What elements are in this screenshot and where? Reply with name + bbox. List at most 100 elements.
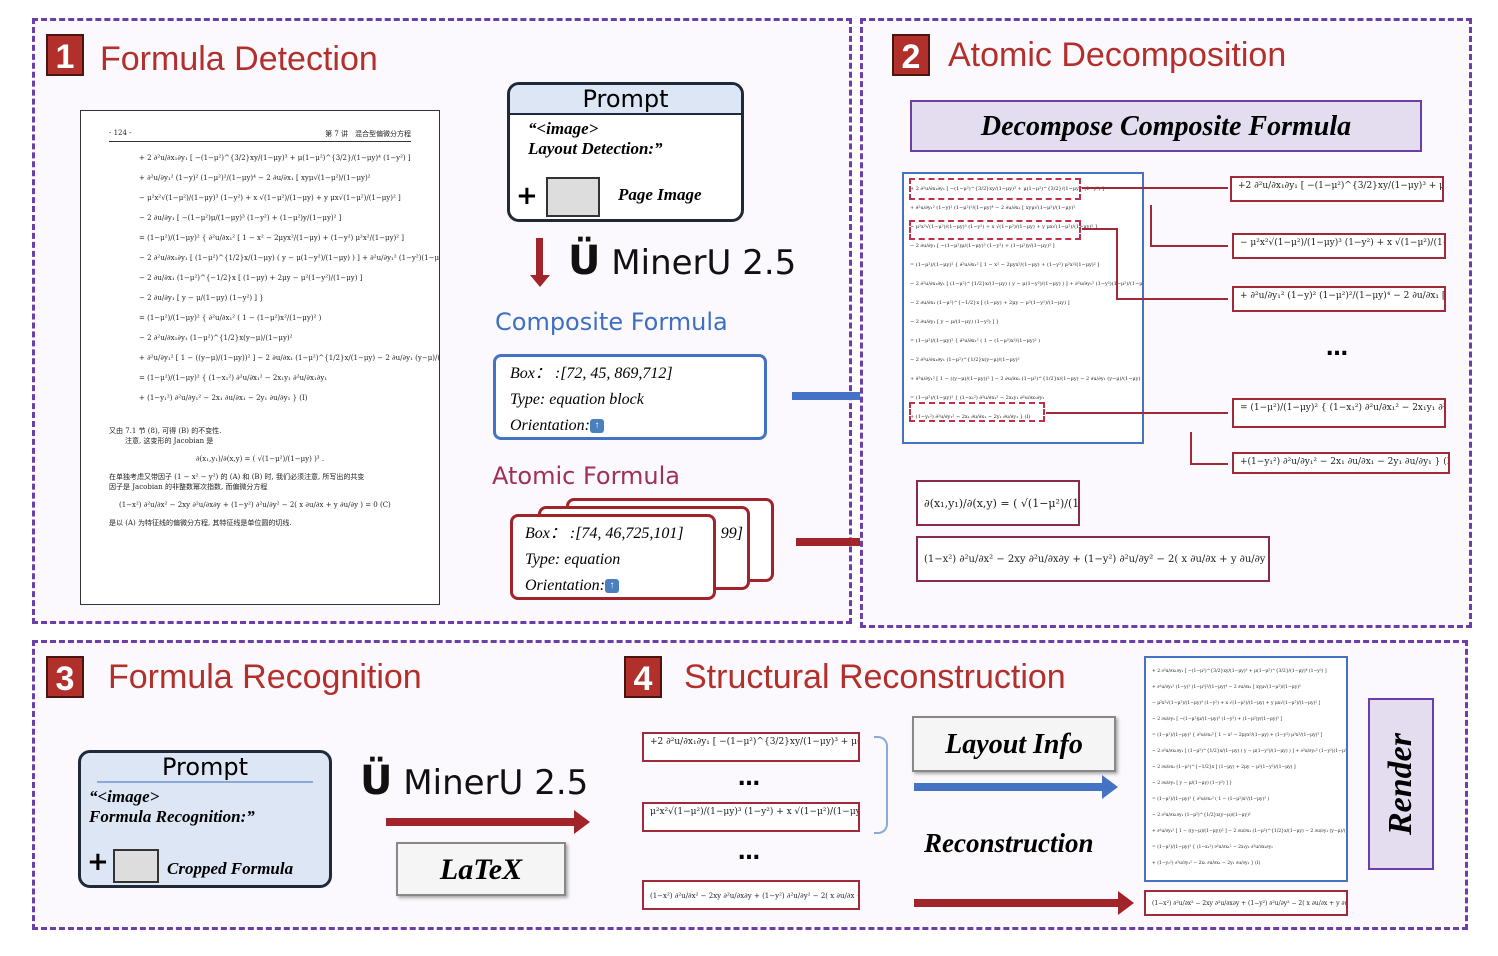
formula-line: − 2 ∂u/∂x₁ (1−μ²)^{−1/2}x [ (1−μy) + 2μy… <box>1152 765 1296 770</box>
formula-lines: + 2 ∂²u/∂x₁∂y₁ [ −(1−μ²)^{3/2}xy/(1−μy)³… <box>1152 664 1348 872</box>
page-text: 因子是 Jacobian 的非整数幂次指数, 而偏微分方程 <box>109 483 268 491</box>
stage4-title: Structural Reconstruction <box>684 658 1066 696</box>
blue-arrow <box>914 775 1118 799</box>
up-arrow-icon: ↑ <box>590 419 604 434</box>
decompose-banner: Decompose Composite Formula <box>910 100 1422 152</box>
formula-line: + (1−y₁²) ∂²u/∂y₁² − 2x₁ ∂u/∂x₁ − 2y₁ ∂u… <box>1152 861 1261 866</box>
box-coords: Box： :[72, 45, 869,712] <box>510 365 673 382</box>
formula-line: − μ²x²√(1−μ²)/(1−μy)³ (1−y²) + x √(1−μ²)… <box>1152 701 1321 706</box>
connector-line <box>1190 432 1192 464</box>
prompt-image-label: Cropped Formula <box>167 859 294 878</box>
formula-line: = (1−μ²)/(1−μy)² { ∂²u/∂x₁² ( 1 − (1−μ²)… <box>139 314 322 322</box>
formula-line: = (1−μ²)/(1−μy)² { ∂²u/∂x₁² [ 1 − x² − 2… <box>910 262 1100 268</box>
formula-line: + ∂²u/∂y₁² (1−y)² (1−μ²)²/(1−μy)⁴ − 2 ∂u… <box>1152 685 1301 690</box>
stage3-title: Formula Recognition <box>108 658 422 696</box>
prompt-line: Formula Recognition:” <box>89 807 255 826</box>
box-type: Type: equation block <box>510 391 644 408</box>
formula-line: + 2 ∂²u/∂x₁∂y₁ [ −(1−μ²)^{3/2}xy/(1−μy)³… <box>139 154 411 162</box>
formula-line: − 2 ∂u/∂y₁ [ y − μ/(1−μy) (1−y²) ] } <box>139 294 264 302</box>
page-text: 在单独考虑又带因子 (1 − x² − y²) 的 (A) 和 (B) 时, 我… <box>109 473 365 481</box>
formula-line: + ∂²u/∂y₁² (1−y)² (1−μ²)²/(1−μy)⁴ − 2 ∂u… <box>910 205 1076 211</box>
ellipsis: … <box>1326 336 1348 361</box>
box-type: Type: equation <box>525 551 621 568</box>
prompt-image-label: Page Image <box>618 185 702 204</box>
box-coords-partial: 99] <box>720 525 743 542</box>
page-text: 是以 (A) 为特征线的偏微分方程, 其特征线是单位圆的切线. <box>109 519 292 527</box>
formula-line: + ∂²u/∂y₁² (1−y)² (1−μ²)²/(1−μy)⁴ − 2 ∂u… <box>139 174 371 182</box>
page-text: 注意, 这变形的 Jacobian 是 <box>125 437 214 445</box>
latex-output: LaTeX <box>396 842 566 896</box>
formula-line: = (1−μ²)/(1−μy)² { (1−x₁²) ∂²u/∂x₁² − 2x… <box>1152 845 1273 850</box>
recognized-formula: +2 ∂²u/∂x₁∂y₁ [ −(1−μ²)^{3/2}xy/(1−μy)³ … <box>642 732 860 762</box>
connector-line <box>1082 228 1116 230</box>
formula-line: − 2 ∂u/∂x₁ (1−μ²)^{−1/2}x [ (1−μy) + 2μy… <box>910 300 1070 306</box>
model-name: MinerU 2.5 <box>611 243 797 283</box>
detection-prompt: Prompt “<image> Layout Detection:” + Pag… <box>507 82 744 222</box>
atomic-formula-label: Atomic Formula <box>492 462 681 490</box>
formula-line: + ∂²u/∂y₁² [ 1 − ((y−μ)/(1−μy))² ] − 2 ∂… <box>910 376 1144 382</box>
model-name: MinerU 2.5 <box>403 763 589 803</box>
connector-line <box>1082 187 1228 189</box>
highlight-box <box>909 178 1081 200</box>
connector-line <box>1150 245 1228 247</box>
ellipsis: … <box>738 766 760 791</box>
down-arrow-head <box>530 275 550 287</box>
box-orientation: Orientation:↑ <box>510 413 750 437</box>
stage3-number: 3 <box>46 656 84 698</box>
formula-line: = (1−μ²)/(1−μy)² { (1−x₁²) ∂²u/∂x₁² − 2x… <box>910 395 1045 401</box>
render-text: Render <box>1382 733 1419 835</box>
prompt-line: “<image> <box>528 119 599 138</box>
formula-lines: + 2 ∂²u/∂x₁∂y₁ [ −(1−μ²)^{3/2}xy/(1−μy)³… <box>910 180 1144 427</box>
connector-line <box>1116 228 1118 298</box>
down-arrow <box>536 238 543 278</box>
prompt-line: Layout Detection:” <box>528 139 663 158</box>
formula-lines: + 2 ∂²u/∂x₁∂y₁ [ −(1−μ²)^{3/2}xy/(1−μy)³… <box>109 148 440 408</box>
formula-line: − 2 ∂²u/∂x₁∂y₁ [ (1−μ²)^{1/2}x/(1−μy) ( … <box>139 254 440 262</box>
atomic-formula: (1−x²) ∂²u/∂x² − 2xy ∂²u/∂x∂y + (1−y²) ∂… <box>916 536 1270 582</box>
page-formula: (1−x²) ∂²u/∂x² − 2xy ∂²u/∂x∂y + (1−y²) ∂… <box>119 501 391 509</box>
red-arrow <box>386 810 590 834</box>
plus-icon: + <box>87 847 109 877</box>
layout-info-label: Layout Info <box>912 716 1116 772</box>
formula-line: − 2 ∂²u/∂x₁∂y₁ [ (1−μ²)^{1/2}x/(1−μy) ( … <box>910 281 1144 287</box>
formula-line: = (1−μ²)/(1−μy)² { (1−x₁²) ∂²u/∂x₁² − 2x… <box>139 374 328 382</box>
render-label: Render <box>1368 698 1434 870</box>
formula-line: − 2 ∂u/∂y₁ [ −(1−μ²)μ/(1−μy)³ (1−y²) + (… <box>1152 717 1283 722</box>
atomic-formula: = (1−μ²)/(1−μy)² { (1−x₁²) ∂²u/∂x₁² − 2x… <box>1232 398 1446 428</box>
connector-line <box>1116 298 1228 300</box>
atomic-box: Box： :[74, 46,725,101] Type: equation Or… <box>510 514 716 600</box>
formula-line: + 2 ∂²u/∂x₁∂y₁ [ −(1−μ²)^{3/2}xy/(1−μy)³… <box>910 186 1104 192</box>
plus-icon: + <box>516 181 538 211</box>
box-coords: Box： :[74, 46,725,101] <box>525 525 684 542</box>
connector-line <box>1150 205 1152 245</box>
formula-line: − 2 ∂²u/∂x₁∂y₁ (1−μ²)^{1/2}x(y−μ)/(1−μy)… <box>910 357 1020 363</box>
stage4-number: 4 <box>624 656 662 698</box>
document-page: - 124 - 第 7 讲 混合型偏微分方程 + 2 ∂²u/∂x₁∂y₁ [ … <box>80 110 440 605</box>
formula-line: − 2 ∂²u/∂x₁∂y₁ (1−μ²)^{1/2}x(y−μ)/(1−μy)… <box>139 334 293 342</box>
stage1-number: 1 <box>46 34 84 76</box>
reconstruction-label: Reconstruction <box>924 828 1094 858</box>
formula-line: − 2 ∂u/∂x₁ (1−μ²)^{−1/2}x [ (1−μy) + 2μy… <box>139 274 363 282</box>
bracket <box>874 736 888 834</box>
prompt-header: Prompt <box>97 753 313 783</box>
up-arrow-icon: ↑ <box>605 579 619 594</box>
formula-line: − 2 ∂u/∂y₁ [ y − μ/(1−μy) (1−y²) ] } <box>1152 781 1233 786</box>
atomic-formula: ∂(x₁,y₁)/∂(x,y) = ( √(1−μ²)/(1−μy) )³ . <box>916 480 1080 526</box>
page-text: 又由 7.1 节 (8), 可得 (B) 的不变性. <box>109 427 222 435</box>
reconstructed-formula: (1−x²) ∂²u/∂x² − 2xy ∂²u/∂x∂y + (1−y²) ∂… <box>1144 890 1348 916</box>
atomic-formula: − μ²x²√(1−μ²)/(1−μy)³ (1−y²) + x √(1−μ²)… <box>1232 233 1446 259</box>
formula-line: − μ²x²√(1−μ²)/(1−μy)³ (1−y²) + x √(1−μ²)… <box>139 194 401 202</box>
recognition-prompt: Prompt “<image> Formula Recognition:” + … <box>78 750 332 888</box>
stage1-title: Formula Detection <box>100 40 378 78</box>
highlight-box <box>909 402 1045 422</box>
ellipsis: … <box>738 840 760 865</box>
formula-line: + ∂²u/∂y₁² [ 1 − ((y−μ)/(1−μy))² ] − 2 ∂… <box>1152 829 1348 834</box>
formula-line: − 2 ∂u/∂y₁ [ −(1−μ²)μ/(1−μy)³ (1−y²) + (… <box>910 243 1055 249</box>
prompt-line: “<image> <box>89 787 160 806</box>
formula-line: = (1−μ²)/(1−μy)² { ∂²u/∂x₁² ( 1 − (1−μ²)… <box>910 338 1041 344</box>
formula-line: − 2 ∂u/∂y₁ [ y − μ/(1−μy) (1−y²) ] } <box>910 319 1000 325</box>
connector-line <box>1190 463 1228 465</box>
formula-line: + (1−y₁²) ∂²u/∂y₁² − 2x₁ ∂u/∂x₁ − 2y₁ ∂u… <box>910 414 1031 420</box>
connector-line <box>1046 412 1228 414</box>
box-orientation: Orientation:↑ <box>525 573 701 597</box>
